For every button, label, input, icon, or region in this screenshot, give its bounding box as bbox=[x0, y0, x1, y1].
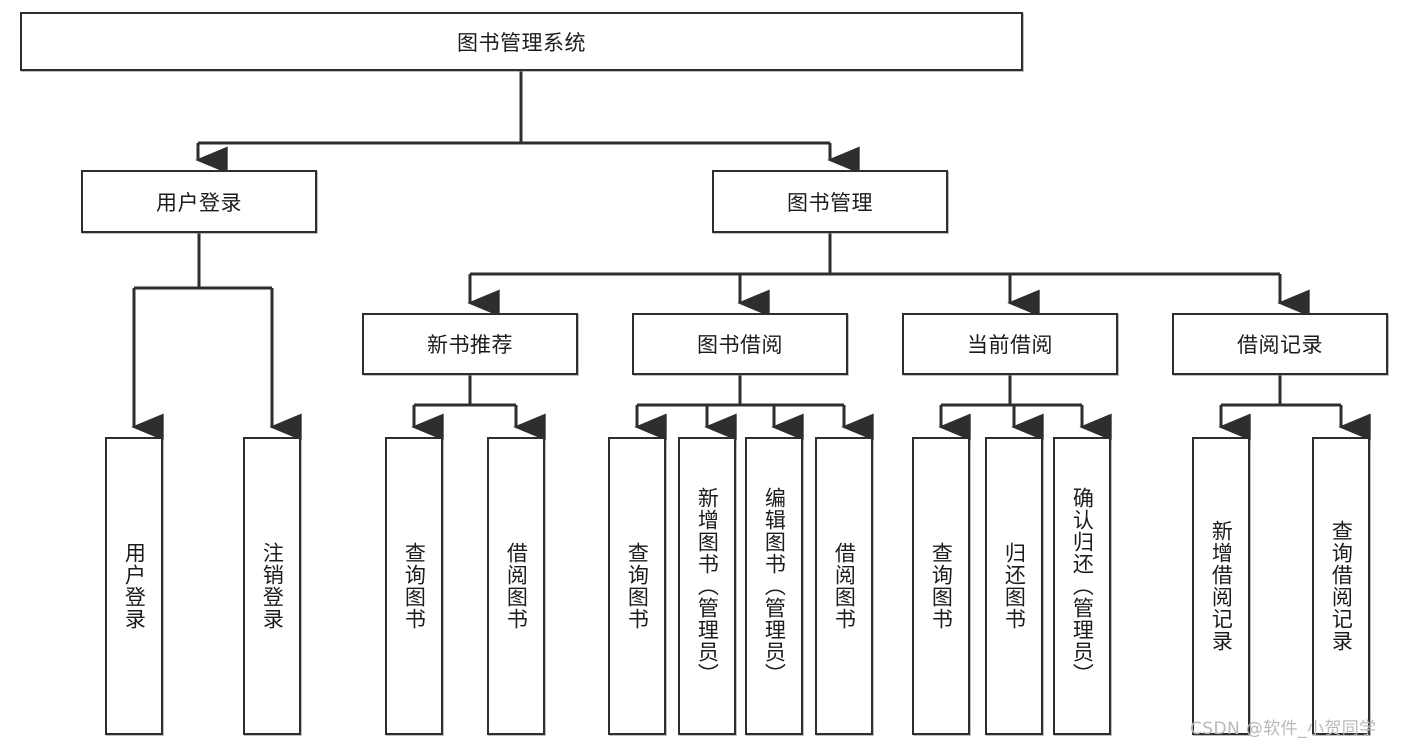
leaf-query-book-recommend-label: 查询图书 bbox=[402, 542, 427, 630]
node-root[interactable]: 图书管理系统 bbox=[20, 12, 1023, 71]
leaf-add-book-admin-label: 新增图书（管理员） bbox=[695, 487, 720, 685]
node-current-borrow-label: 当前借阅 bbox=[967, 333, 1053, 357]
node-book-borrow-label: 图书借阅 bbox=[697, 333, 783, 357]
leaf-return-book-label: 归还图书 bbox=[1002, 542, 1027, 630]
leaf-query-book-recommend[interactable]: 查询图书 bbox=[385, 437, 443, 735]
leaf-query-book-borrow-label: 查询图书 bbox=[625, 542, 650, 630]
node-book-management[interactable]: 图书管理 bbox=[712, 170, 948, 233]
leaf-query-book-borrow[interactable]: 查询图书 bbox=[608, 437, 666, 735]
node-root-label: 图书管理系统 bbox=[457, 30, 586, 55]
leaf-confirm-return-admin-label: 确认归还（管理员） bbox=[1070, 487, 1095, 685]
node-current-borrow[interactable]: 当前借阅 bbox=[902, 313, 1118, 375]
leaf-user-login-label: 用户登录 bbox=[122, 542, 147, 630]
leaf-borrow-book-recommend[interactable]: 借阅图书 bbox=[487, 437, 545, 735]
node-new-book-recommend-label: 新书推荐 bbox=[427, 333, 513, 357]
leaf-add-borrow-record-label: 新增借阅记录 bbox=[1209, 520, 1234, 652]
csdn-watermark: CSDN @软件_小贺同学 bbox=[1190, 719, 1377, 739]
leaf-borrow-book-label: 借阅图书 bbox=[832, 542, 857, 630]
leaf-borrow-book[interactable]: 借阅图书 bbox=[815, 437, 873, 735]
leaf-user-logout[interactable]: 注销登录 bbox=[243, 437, 301, 735]
leaf-return-book[interactable]: 归还图书 bbox=[985, 437, 1043, 735]
leaf-user-login[interactable]: 用户登录 bbox=[105, 437, 163, 735]
leaf-query-book-current-label: 查询图书 bbox=[929, 542, 954, 630]
leaf-borrow-book-recommend-label: 借阅图书 bbox=[504, 542, 529, 630]
leaf-edit-book-admin-label: 编辑图书（管理员） bbox=[762, 487, 787, 685]
leaf-query-borrow-record-label: 查询借阅记录 bbox=[1329, 520, 1354, 652]
node-book-borrow[interactable]: 图书借阅 bbox=[632, 313, 848, 375]
leaf-confirm-return-admin[interactable]: 确认归还（管理员） bbox=[1053, 437, 1111, 735]
leaf-user-logout-label: 注销登录 bbox=[260, 542, 285, 630]
node-new-book-recommend[interactable]: 新书推荐 bbox=[362, 313, 578, 375]
leaf-edit-book-admin[interactable]: 编辑图书（管理员） bbox=[745, 437, 803, 735]
leaf-add-book-admin[interactable]: 新增图书（管理员） bbox=[678, 437, 736, 735]
leaf-query-borrow-record[interactable]: 查询借阅记录 bbox=[1312, 437, 1370, 735]
leaf-add-borrow-record[interactable]: 新增借阅记录 bbox=[1192, 437, 1250, 735]
node-user-login[interactable]: 用户登录 bbox=[81, 170, 317, 233]
node-book-management-label: 图书管理 bbox=[787, 190, 873, 215]
node-borrow-record[interactable]: 借阅记录 bbox=[1172, 313, 1388, 375]
node-user-login-label: 用户登录 bbox=[156, 190, 242, 215]
leaf-query-book-current[interactable]: 查询图书 bbox=[912, 437, 970, 735]
node-borrow-record-label: 借阅记录 bbox=[1237, 333, 1323, 357]
